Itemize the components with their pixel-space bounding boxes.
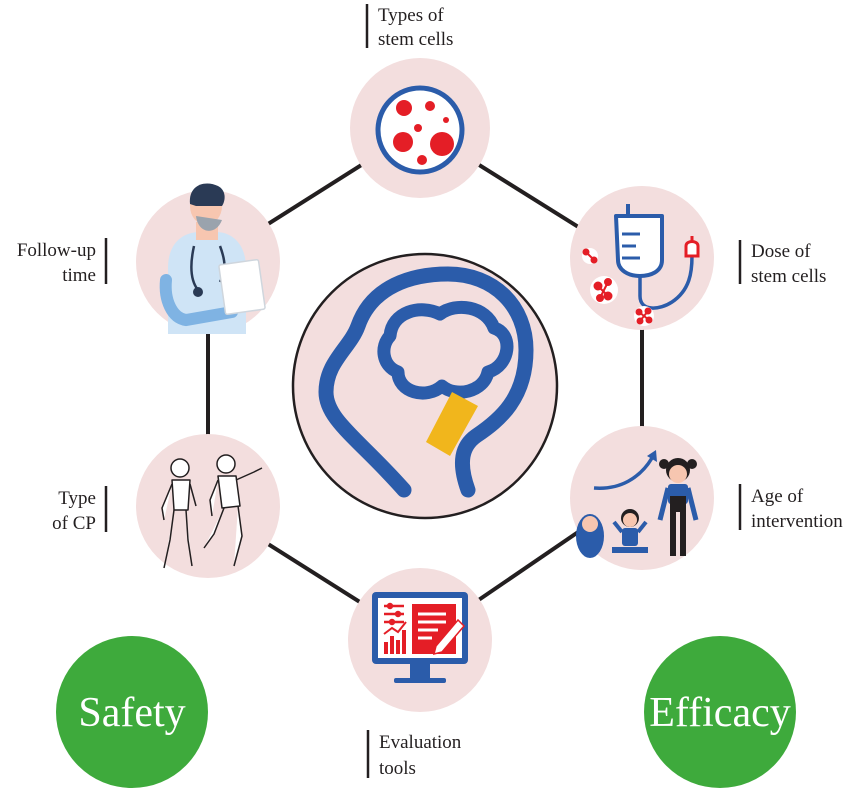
efficacy-outcome: Efficacy <box>644 636 796 788</box>
brain-icon <box>377 300 514 400</box>
mannequin-figures-icon <box>161 454 263 569</box>
head-profile-icon <box>318 266 534 498</box>
bar-chart-icon <box>383 621 407 654</box>
evaluation-label-line2: tools <box>379 758 416 779</box>
types-label-line2: stem cells <box>378 29 453 50</box>
cp-label-line1: Type <box>58 488 96 509</box>
dose-stem-cells-node <box>570 186 714 330</box>
types-stem-cells-label: Types of stem cells <box>365 4 453 50</box>
evaluation-tools-label: Evaluation tools <box>366 730 462 779</box>
doctor-icon <box>159 183 266 334</box>
types-label-line1: Types of <box>378 5 444 26</box>
dose-label-line2: stem cells <box>751 266 826 287</box>
age-intervention-node <box>570 426 714 570</box>
cp-label-line2: of CP <box>52 513 96 534</box>
evaluation-tools-node <box>348 568 492 712</box>
brainstem-highlight <box>426 392 478 456</box>
evaluation-label-line1: Evaluation <box>379 732 462 753</box>
followup-label-line2: time <box>62 265 96 286</box>
dose-stem-cells-label: Dose of stem cells <box>738 240 826 287</box>
toddler-icon <box>612 509 648 553</box>
safety-label: Safety <box>78 690 185 736</box>
type-cp-node <box>136 434 280 578</box>
follow-up-time-label: Follow-up time <box>17 238 108 286</box>
petri-dish-icon <box>375 85 465 175</box>
document-edit-icon <box>412 604 466 656</box>
follow-up-time-node <box>136 183 280 334</box>
growth-arrow-icon <box>593 450 657 490</box>
age-label-line1: Age of <box>751 486 804 507</box>
iv-bag-icon <box>614 204 700 310</box>
age-label-line2: intervention <box>751 511 843 532</box>
stem-cell-molecule-icon <box>582 248 654 326</box>
safety-outcome: Safety <box>56 636 208 788</box>
type-cp-label: Type of CP <box>52 486 108 534</box>
center-brain-node <box>291 252 559 520</box>
followup-label-line1: Follow-up <box>17 240 96 261</box>
child-icon <box>657 458 699 556</box>
sliders-icon <box>384 602 404 626</box>
types-stem-cells-node <box>350 58 490 198</box>
efficacy-label: Efficacy <box>649 690 790 736</box>
dose-label-line1: Dose of <box>751 241 811 262</box>
age-intervention-label: Age of intervention <box>738 484 843 532</box>
baby-icon <box>576 514 604 558</box>
